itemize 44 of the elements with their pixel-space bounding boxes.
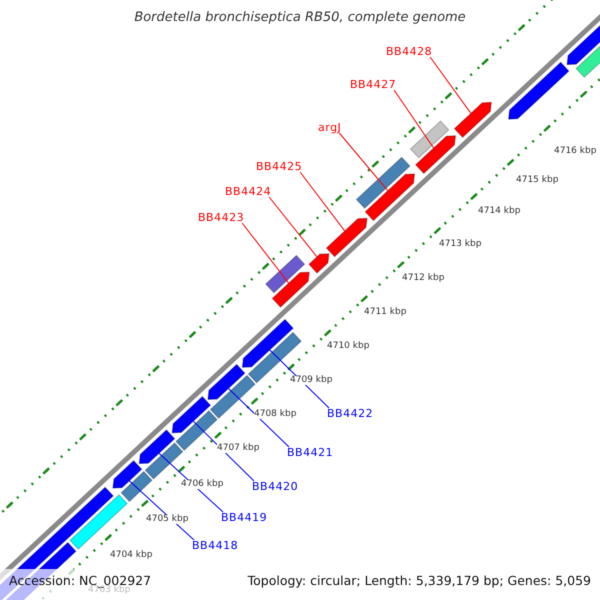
gene-feature xyxy=(364,173,416,222)
scale-label: 4703 kbp xyxy=(88,586,130,595)
gene-label: BB4420 xyxy=(252,481,298,492)
gene-label: BB4423 xyxy=(198,212,244,223)
gene-feature xyxy=(242,318,294,368)
gene-feature xyxy=(138,429,176,464)
gene-label: BB4428 xyxy=(386,46,432,57)
gene-label: BB4419 xyxy=(221,512,268,523)
scale-label: 4711 kbp xyxy=(364,308,406,317)
gene-label: BB4422 xyxy=(327,408,374,419)
leader-line xyxy=(158,452,224,512)
scale-label: 4715 kbp xyxy=(516,176,558,185)
leader-line xyxy=(192,420,254,482)
leader-line xyxy=(338,132,388,192)
scale-label: 4714 kbp xyxy=(478,207,520,216)
gene-label: BB4425 xyxy=(256,161,302,172)
gene-label: BB4418 xyxy=(192,540,238,551)
gene-label: argJ xyxy=(318,122,342,133)
scale-label: 4704 kbp xyxy=(110,551,152,560)
leader-line xyxy=(300,172,346,232)
leader-line xyxy=(128,480,194,540)
gene-feature xyxy=(414,135,456,174)
leader-line xyxy=(430,56,472,114)
gene-label: BB4421 xyxy=(287,447,334,458)
leader-line xyxy=(394,90,434,148)
scale-label: 4712 kbp xyxy=(402,274,444,283)
scale-label: 4710 kbp xyxy=(327,342,370,351)
genome-stats-text: Topology: circular; Length: 5,339,179 bp; Genes: 5,059 xyxy=(248,575,591,588)
gene-feature xyxy=(207,364,246,400)
gene-label: BB4427 xyxy=(350,79,396,90)
leader-line xyxy=(268,196,318,258)
leader-line xyxy=(242,222,290,284)
accession-text: Accession: NC_002927 xyxy=(9,575,152,588)
scale-label: 4705 kbp xyxy=(146,515,188,524)
gene-feature xyxy=(326,218,368,258)
gene-feature xyxy=(272,272,310,308)
gene-feature xyxy=(172,396,212,434)
gene-feature xyxy=(308,253,330,274)
chart-title: Bordetella bronchiseptica RB50, complete genome xyxy=(133,11,467,24)
gene-feature xyxy=(454,102,492,138)
gene-feature xyxy=(112,460,142,489)
scale-label: 4716 kbp xyxy=(554,147,596,156)
leader-line xyxy=(228,388,290,448)
gene-label: BB4424 xyxy=(225,186,272,197)
